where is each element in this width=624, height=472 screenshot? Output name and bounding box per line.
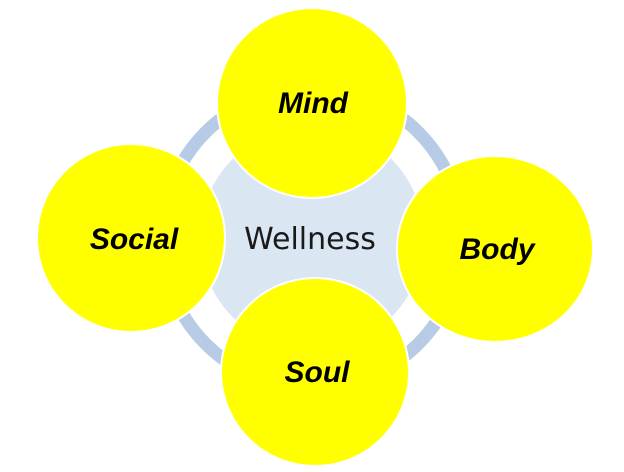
node-mind-label: Mind: [278, 87, 349, 120]
center-label: Wellness: [244, 222, 376, 257]
node-body: Body: [396, 155, 594, 343]
node-soul: Soul: [220, 277, 410, 467]
node-body-label: Body: [460, 233, 536, 266]
node-social: Social: [36, 143, 226, 333]
node-social-label: Social: [90, 223, 179, 256]
node-soul-label: Soul: [285, 356, 351, 389]
node-mind: Mind: [216, 7, 408, 199]
